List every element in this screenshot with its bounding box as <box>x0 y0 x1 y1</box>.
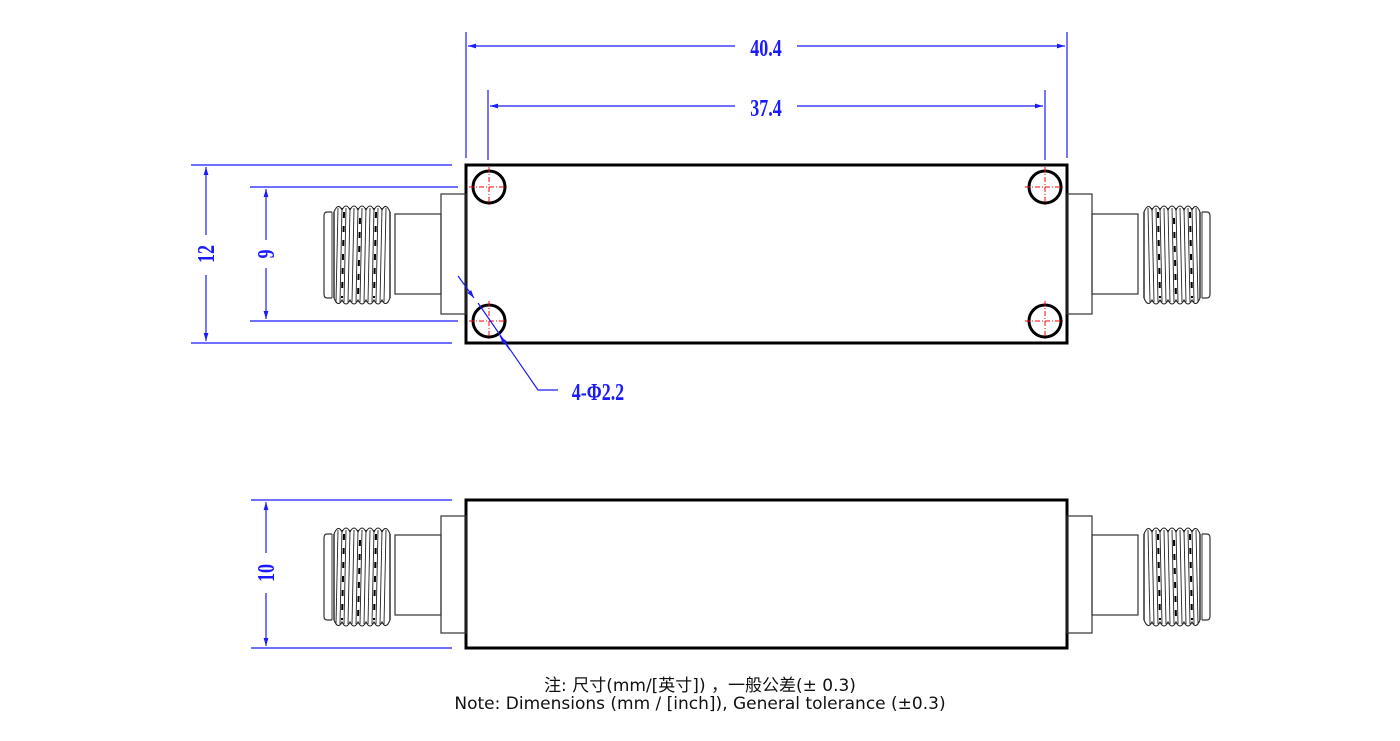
mounting-hole-bottom-right <box>1023 299 1067 343</box>
mounting-hole-top-left <box>467 165 511 209</box>
label-hole-spacing-height: 9 <box>253 249 280 258</box>
label-body-height: 12 <box>193 245 220 263</box>
mounting-hole-bottom-left <box>467 299 511 343</box>
dimension-body-thickness <box>251 499 452 649</box>
dimension-hole-spacing-height <box>250 186 458 322</box>
left-connector-side <box>323 515 467 634</box>
filter-body-side <box>464 498 1069 650</box>
hole-callout-leader <box>457 275 558 391</box>
right-connector-top <box>1066 193 1211 315</box>
dimension-body-height <box>191 164 452 344</box>
right-connector-side <box>1066 515 1211 634</box>
label-hole-spacing-length: 37.4 <box>750 95 782 122</box>
mounting-hole-top-right <box>1023 165 1067 209</box>
label-mounting-holes: 4-Φ2.2 <box>572 379 624 406</box>
filter-body-top <box>464 163 1069 345</box>
note-chinese: 注: 尺寸(mm/[英寸]) ，一般公差(± 0.3) <box>544 676 856 696</box>
top-view: 40.4 37.4 12 9 4-Φ2.2 <box>191 32 1211 406</box>
dimension-overall-length <box>465 32 1068 158</box>
note-english: Note: Dimensions (mm / [inch]), General … <box>454 694 946 714</box>
dimension-hole-spacing-length <box>487 90 1046 160</box>
label-body-thickness: 10 <box>253 564 280 582</box>
label-overall-length: 40.4 <box>750 35 782 62</box>
left-connector-top <box>323 193 467 315</box>
side-view: 10 <box>251 498 1211 650</box>
